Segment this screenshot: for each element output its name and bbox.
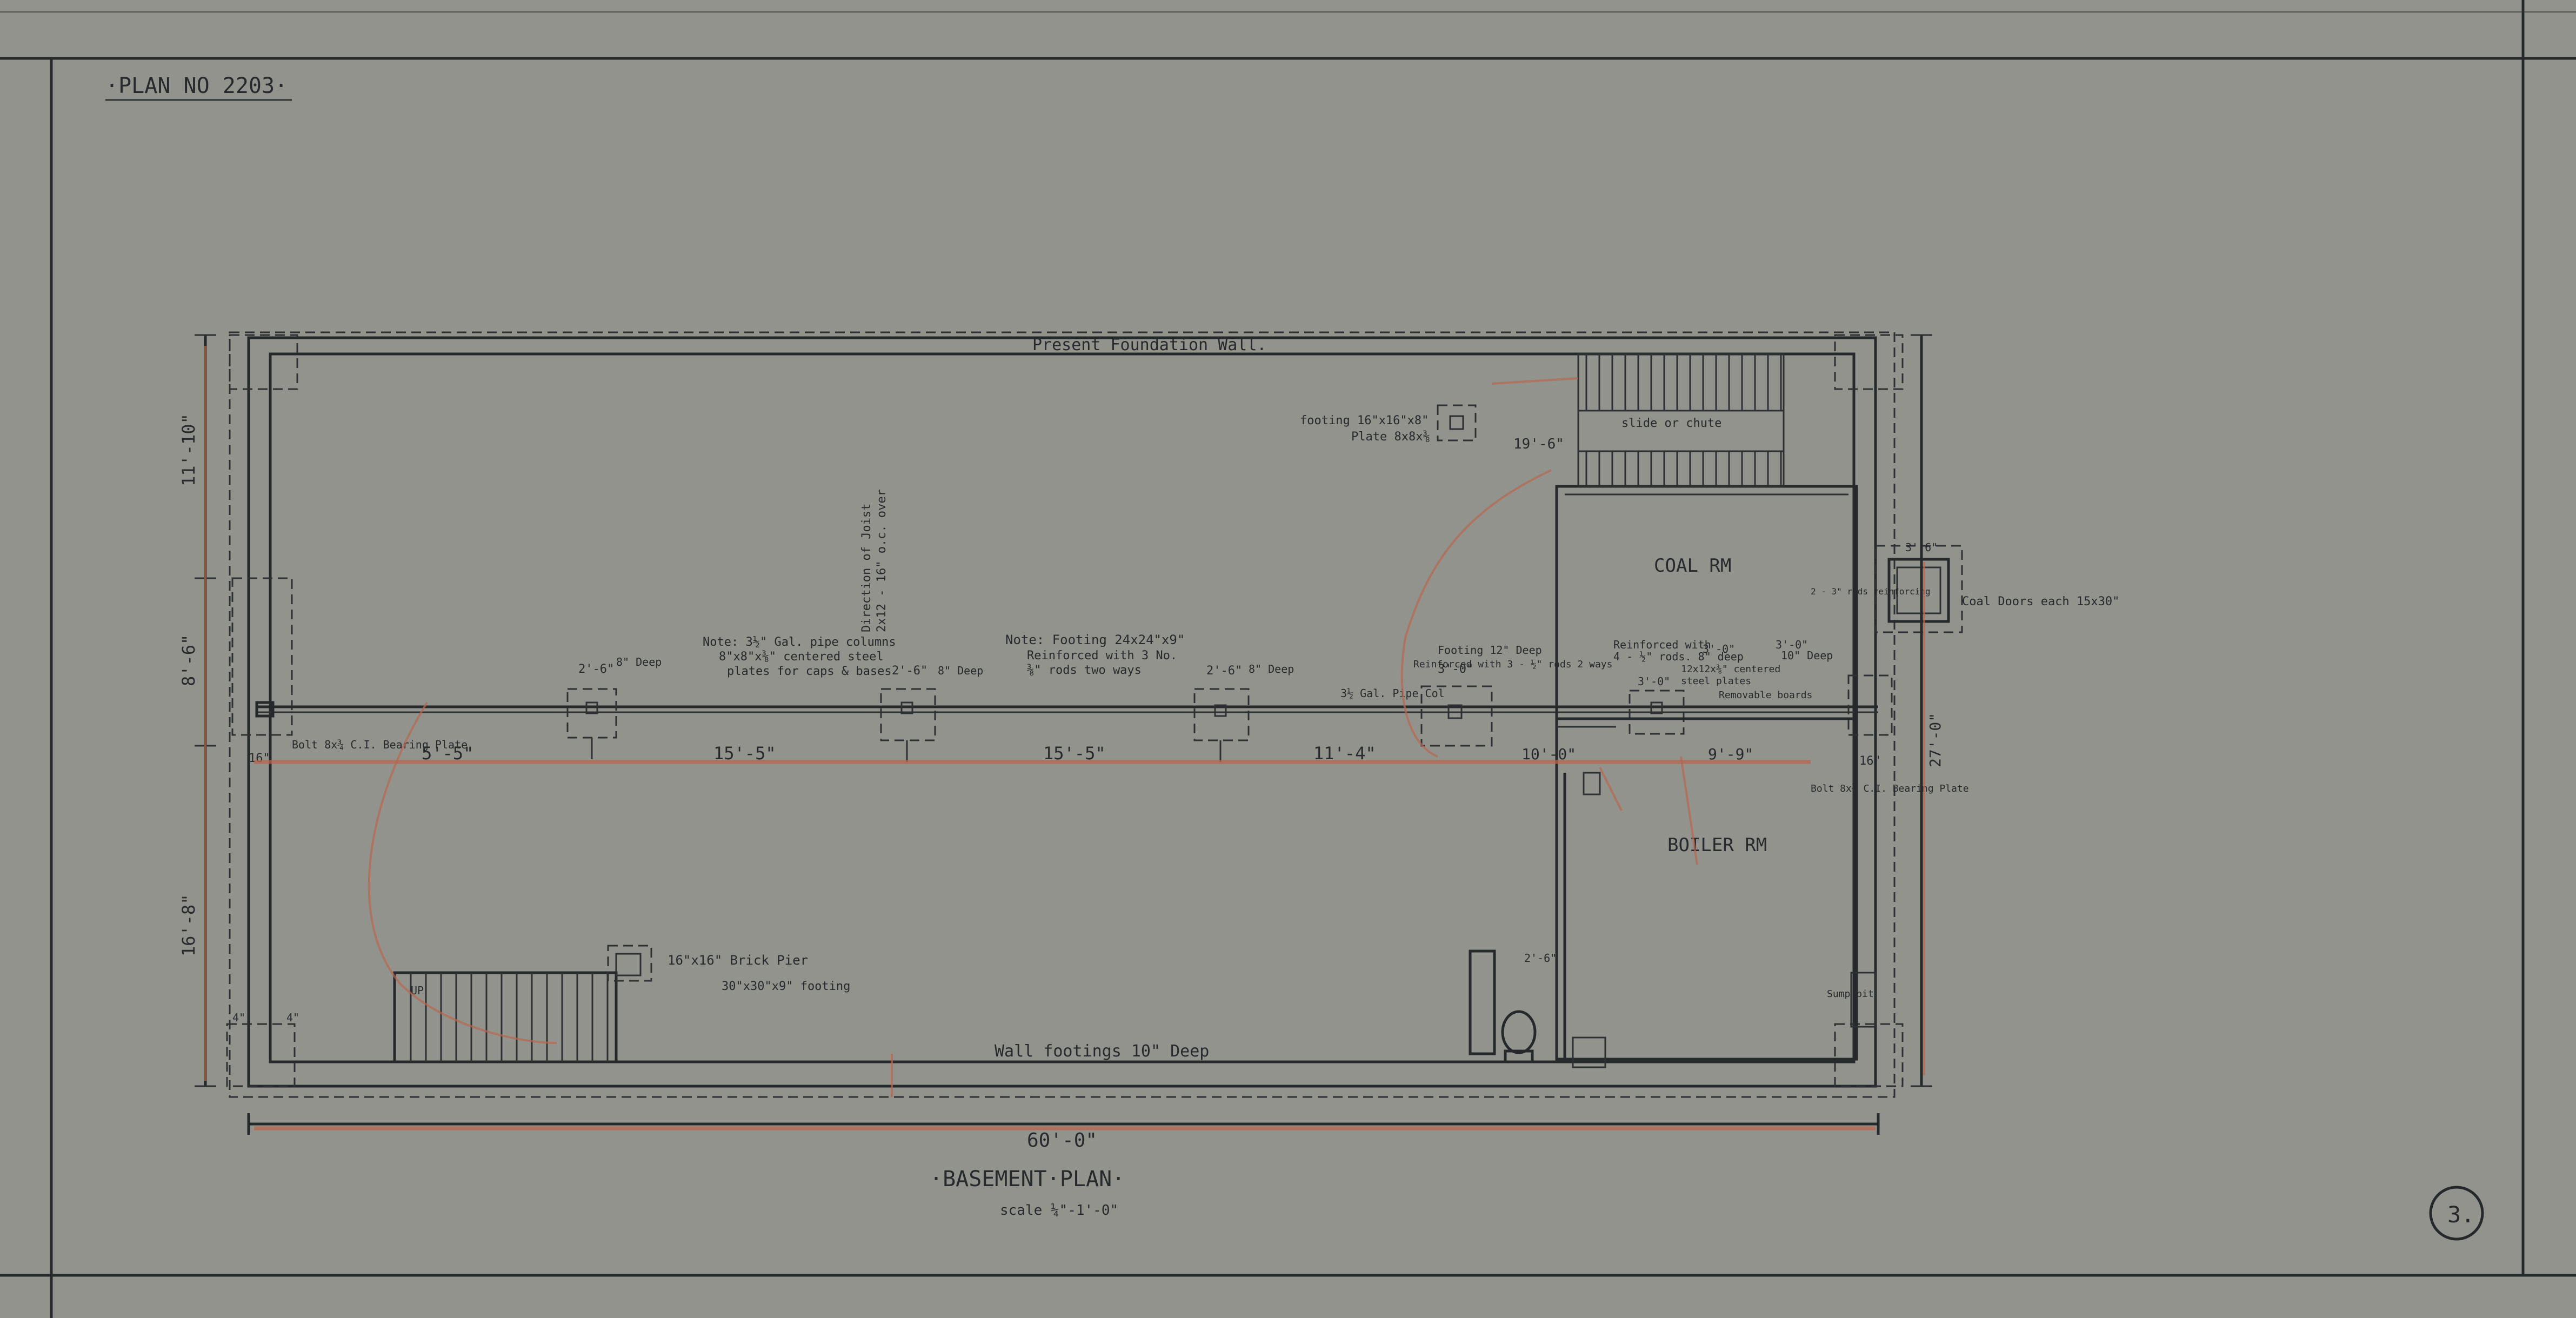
svg-text:Note: 3½" Gal. pipe columns: Note: 3½" Gal. pipe columns: [703, 635, 896, 649]
small-dim-2: 16": [1859, 754, 1881, 768]
pipe-col-label: 3½ Gal. Pipe Col: [1340, 687, 1445, 700]
svg-text:Note: Footing 24x24"x9": Note: Footing 24x24"x9": [1005, 632, 1185, 647]
column-footing-2: [880, 688, 936, 762]
right-pilaster: [1847, 674, 1893, 736]
svg-text:3.: 3.: [2447, 1201, 2475, 1228]
removable-boards-label: Removable boards: [1719, 690, 1812, 701]
column-note: Note: 3½" Gal. pipe columns 8"x8"x⅜" cen…: [703, 635, 896, 678]
svg-text:steel plates: steel plates: [1681, 675, 1751, 687]
present-foundation-wall-label: Present Foundation Wall.: [1032, 336, 1266, 354]
overall-width-dim: 60'-0": [1027, 1129, 1097, 1152]
column-footing-3: [1193, 688, 1250, 762]
column-footing-4: [1420, 685, 1493, 747]
footing-size-6: 3'-0": [1703, 643, 1735, 655]
column-footing-5: [1629, 690, 1685, 735]
deep-label-3: 8" Deep: [1249, 663, 1294, 675]
small-dim-6: 2'-6": [1524, 952, 1557, 965]
sump-pit-label: Sump pit: [1827, 988, 1874, 1000]
bearing-plate-right-label: Bolt 8x¾ C.I. Bearing Plate: [1811, 783, 1969, 794]
deep-label-1: 8" Deep: [616, 655, 662, 668]
column-footing-1: [566, 688, 617, 759]
svg-text:4 - ½" rods. 8" deep: 4 - ½" rods. 8" deep: [1613, 650, 1744, 663]
ten-inch-deep-label: 10" Deep: [1781, 649, 1833, 662]
joist-direction-note: Direction of Joist 2x12 - 16" o.c. over: [860, 489, 889, 632]
svg-text:Direction of Joist: Direction of Joist: [860, 504, 873, 632]
footing-12-note: Footing 12" Deep Reinforced with 3 - ½" …: [1413, 644, 1612, 670]
coal-door-window: [1874, 545, 1963, 633]
brick-pier-label: 16"x16" Brick Pier: [668, 953, 808, 968]
svg-text:2x12 - 16" o.c. over: 2x12 - 16" o.c. over: [875, 489, 889, 632]
sheet-number-badge: 3.: [2429, 1186, 2484, 1241]
coal-doors-label: Coal Doors each 15x30": [1962, 595, 2119, 608]
coal-detail-label: 2 - 3" rods reinforcing: [1811, 586, 1931, 597]
wall-footings-label: Wall footings 10" Deep: [995, 1042, 1209, 1061]
bearing-plate-left-label: Bolt 8x¾ C.I. Bearing Plate: [292, 738, 468, 751]
svg-text:Reinforced with: Reinforced with: [1613, 638, 1711, 651]
coal-boiler-partition: [1555, 485, 1858, 1061]
footing-size-4: 3'-0": [1438, 663, 1473, 676]
coal-room-label: COAL RM: [1654, 555, 1731, 577]
chute-footing-note: footing 16"x16"x8" Plate 8x8x⅜: [1300, 414, 1430, 444]
left-dim-mid: 8'-6": [178, 634, 199, 686]
deep-label-2: 8" Deep: [938, 664, 983, 677]
stair-width-dim: 19'-6": [1513, 436, 1564, 452]
boiler-room-fixtures: [1469, 772, 1877, 1068]
right-dimension-line: [1911, 334, 1932, 1087]
svg-text:⅜" rods two ways: ⅜" rods two ways: [1027, 664, 1142, 677]
right-overall-dim: 27'-0": [1926, 713, 1944, 767]
svg-text:Reinforced with 3 No.: Reinforced with 3 No.: [1027, 649, 1177, 663]
drawing-scale: scale ¼"-1'-0": [1000, 1202, 1118, 1219]
footing-size-2: 2'-6": [892, 664, 927, 678]
water-closet-icon: [1501, 1010, 1537, 1063]
left-dim-top: 11'-10": [178, 413, 199, 486]
red-annotation-lines: [204, 346, 1925, 1130]
small-dim-3: 4": [232, 1011, 245, 1024]
foundation-walls: [226, 331, 1904, 1098]
plan-number: ·PLAN NO 2203·: [105, 73, 288, 98]
footing-size-3: 2'-6": [1206, 664, 1242, 678]
left-dim-bot: 16'-8": [178, 894, 199, 956]
svg-text:12x12x⅜" centered: 12x12x⅜" centered: [1681, 664, 1780, 675]
small-dim-4: 4": [286, 1011, 299, 1024]
footing-note: Note: Footing 24x24"x9" Reinforced with …: [1005, 632, 1185, 677]
footing-size-1: 2'-6": [578, 663, 614, 676]
reinforced-note: Reinforced with 4 - ½" rods. 8" deep 12x…: [1613, 638, 1780, 687]
slide-chute-label: slide or chute: [1621, 417, 1721, 430]
overall-dimension-line: [247, 1113, 1880, 1135]
center-beam: [255, 701, 1878, 718]
slide-chute: [1577, 353, 1785, 487]
footing-size-5: 3'-0": [1638, 675, 1670, 688]
brick-pier: [607, 945, 652, 982]
svg-text:8"x8"x⅜" centered steel: 8"x8"x⅜" centered steel: [719, 650, 884, 664]
small-dim-5: 3'-0": [1776, 638, 1808, 651]
basement-stair: [393, 971, 618, 1063]
boiler-room-label: BOILER RM: [1667, 834, 1767, 856]
svg-text:Plate 8x8x⅜: Plate 8x8x⅜: [1351, 430, 1430, 444]
svg-text:Footing 12" Deep: Footing 12" Deep: [1438, 644, 1542, 657]
svg-text:plates for caps & bases: plates for caps & bases: [727, 665, 892, 678]
drawing-title: ·BASEMENT·PLAN·: [930, 1167, 1125, 1192]
svg-text:footing 16"x16"x8": footing 16"x16"x8": [1300, 414, 1429, 427]
chute-footing: [1437, 404, 1477, 441]
svg-text:Reinforced with 3 - ½" rods 2: Reinforced with 3 - ½" rods 2 ways: [1413, 659, 1612, 670]
pier-footing-label: 30"x30"x9" footing: [722, 980, 850, 993]
